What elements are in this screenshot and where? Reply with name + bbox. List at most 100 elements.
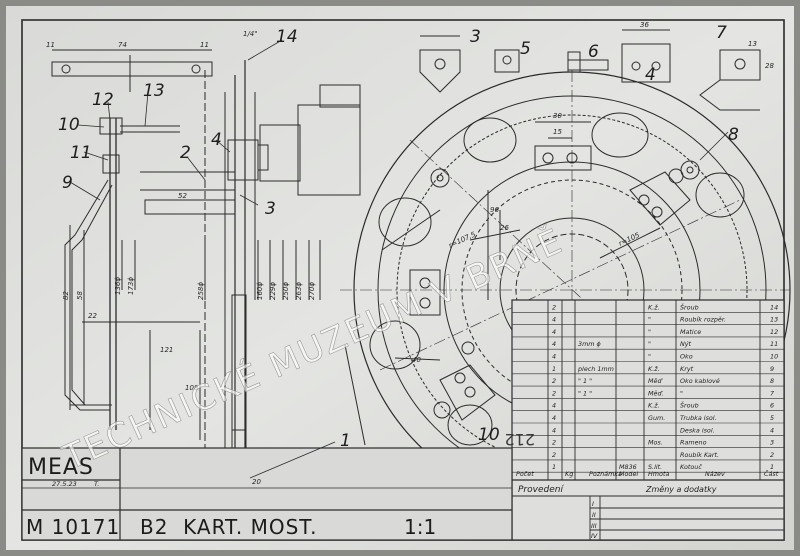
parts-cell-note: " 1 " [578, 389, 592, 397]
callout-6: 6 [588, 42, 599, 62]
dim-dia-136: 136ϕ [114, 277, 122, 295]
parts-cell-material: Gum. [648, 414, 665, 422]
parts-cell-qty: 4 [552, 353, 556, 361]
parts-cell-material: K.ž. [648, 402, 660, 410]
parts-cell-name: Roubík Kart. [680, 451, 719, 459]
callout-8: 8 [728, 125, 739, 145]
parts-cell-note: 3mm ϕ [578, 340, 602, 348]
dim-20: 20 [252, 478, 261, 486]
dim-28: 28 [765, 62, 774, 70]
parts-cell-pos: 1 [770, 463, 774, 471]
callout-10: 10 [58, 115, 80, 135]
header-nazev: Název [705, 470, 725, 478]
parts-cell-pos: 10 [770, 353, 778, 361]
dim-small-a: 11 [46, 41, 55, 49]
parts-cell-qty: 4 [552, 316, 556, 324]
roman-4: IV [591, 532, 598, 540]
dim-dia-250: 250ϕ [282, 282, 290, 300]
dim-dia-160: 160ϕ [256, 282, 264, 300]
dim-58: 58 [76, 291, 84, 300]
callout-5: 5 [520, 39, 531, 59]
leader-lines [69, 39, 729, 479]
dim-dia-263: 263ϕ [295, 282, 303, 300]
dim-dia-258: 258ϕ [197, 282, 205, 300]
dim-top-width: 74 [118, 41, 127, 49]
dim-40: 40 [412, 356, 421, 364]
header-kg: Kg [565, 470, 573, 478]
parts-cell-name: Roubík rozpěr. [680, 316, 726, 324]
drawing-scale: 1:1 [404, 515, 436, 539]
parts-cell-name: " [680, 389, 683, 397]
dim-dia-173: 173ϕ [127, 277, 135, 295]
header-poznamka: Poznámka [589, 470, 622, 478]
dim-52: 52 [178, 192, 187, 200]
drawing-title: B2 KART. MOST. [140, 515, 318, 539]
parts-cell-note: plech 1mm [577, 365, 614, 373]
callout-4: 4 [211, 130, 222, 150]
parts-cell-pos: 8 [770, 377, 774, 385]
parts-cell-material: " [648, 328, 651, 336]
callout-11: 11 [70, 143, 92, 163]
hub-side-section [69, 60, 361, 501]
parts-cell-name: Oko [680, 353, 693, 361]
callout-7: 7 [716, 23, 727, 43]
parts-cell-name: Šroub [680, 401, 699, 410]
parts-cell-qty: 1 [552, 365, 556, 373]
callout-9: 9 [62, 173, 73, 193]
parts-cell-qty: 4 [552, 414, 556, 422]
parts-cell-material: Měď. [648, 389, 664, 397]
dim-dia-229: 229ϕ [269, 282, 277, 300]
parts-cell-name: Matice [680, 328, 701, 336]
dim-96: 96 [490, 206, 499, 214]
callout-13: 13 [143, 81, 165, 101]
roman-3: III [591, 522, 597, 530]
parts-cell-name: Oko kablové [680, 377, 720, 385]
parts-cell-name: Rameno [680, 439, 707, 447]
parts-cell-name: Kotouč [680, 463, 702, 471]
callout-4-detail: 4 [645, 65, 656, 85]
parts-cell-qty: 2 [552, 303, 556, 311]
header-pocet: Počet [516, 470, 534, 478]
parts-cell-name: Šroub [680, 302, 699, 311]
parts-cell-material: K.ž. [648, 303, 660, 311]
parts-cell-pos: 11 [770, 340, 778, 348]
dim-22: 22 [88, 312, 97, 320]
dim-15: 15 [553, 128, 562, 136]
title-block-grid [21, 447, 513, 541]
parts-cell-pos: 3 [770, 439, 774, 447]
header-model: Model [619, 470, 638, 478]
dim-26: 26 [500, 224, 509, 232]
parts-cell-material: S.lit. [648, 463, 662, 471]
detail-sketches-top [419, 29, 761, 111]
parts-cell-name: Deska isol. [680, 426, 715, 434]
parts-cell-pos: 5 [770, 414, 774, 422]
inventory-stamp: 212 [504, 430, 535, 449]
company-name: MEAS [28, 455, 94, 480]
parts-cell-qty: 4 [552, 426, 556, 434]
parts-cell-qty: 4 [552, 340, 556, 348]
label-zmeny: Změny a dodatky [645, 484, 717, 494]
parts-cell-material: " [648, 316, 651, 324]
dim-82: 82 [62, 291, 70, 300]
roman-2: II [592, 511, 596, 519]
dim-36: 36 [640, 21, 649, 29]
parts-cell-qty: 2 [552, 377, 556, 385]
cover-part-9 [51, 49, 213, 430]
parts-cell-qty: 4 [552, 328, 556, 336]
dim-small-b: 11 [200, 41, 209, 49]
parts-cell-pos: 13 [770, 316, 778, 324]
drawing-initial: T. [94, 480, 99, 488]
parts-cell-pos: 14 [770, 303, 778, 311]
callout-1: 1 [340, 431, 351, 451]
parts-cell-material: " [648, 353, 651, 361]
roman-1: I [592, 500, 594, 508]
drawing-number: M 10171 [26, 515, 120, 539]
parts-cell-name: Kryt [680, 365, 694, 373]
header-cast: Část [764, 469, 779, 478]
callout-10-disc: 10 [478, 425, 500, 445]
parts-cell-qty: 2 [552, 439, 556, 447]
callout-2: 2 [180, 143, 191, 163]
parts-cell-qty: 2 [552, 451, 556, 459]
